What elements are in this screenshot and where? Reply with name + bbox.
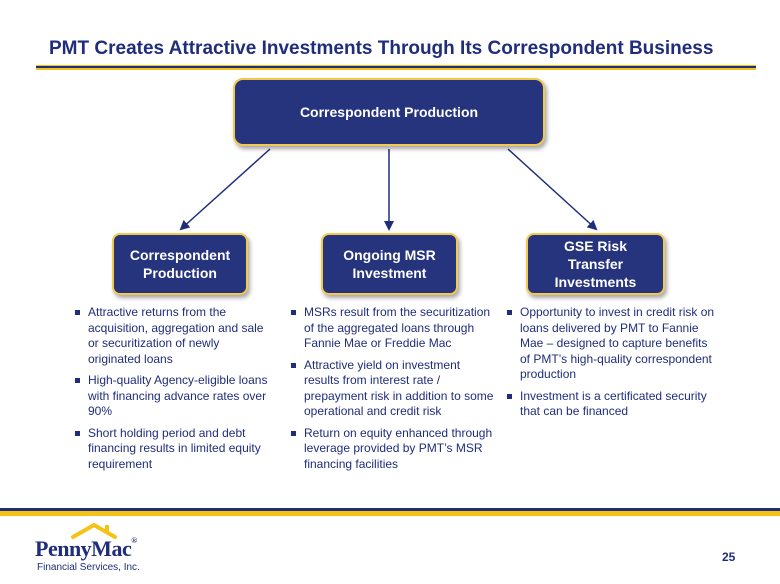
bullet-item: Attractive returns from the acquisition,… bbox=[74, 305, 274, 367]
bullet-item: Investment is a certificated security th… bbox=[506, 389, 716, 420]
bullet-square-icon bbox=[291, 362, 296, 368]
box-heading-line: Investments bbox=[554, 274, 637, 290]
correspondent-production-bullets: Attractive returns from the acquisition,… bbox=[74, 305, 274, 478]
top-box-label: Correspondent Production bbox=[299, 104, 479, 120]
title-underline bbox=[36, 65, 756, 70]
bullet-item: High-quality Agency-eligible loans with … bbox=[74, 373, 274, 420]
box-heading-line: Ongoing MSR bbox=[343, 247, 436, 263]
logo-wordmark: PennyMac® bbox=[35, 536, 137, 561]
page-title: PMT Creates Attractive Investments Throu… bbox=[49, 38, 714, 59]
gse-risk-transfer-bullets: Opportunity to invest in credit risk on … bbox=[506, 305, 716, 426]
gse-risk-transfer-investments-box: GSE Risk Transfer Investments bbox=[526, 233, 665, 295]
bullet-item: Opportunity to invest in credit risk on … bbox=[506, 305, 716, 383]
arrow-right bbox=[507, 148, 598, 231]
page-number: 25 bbox=[722, 550, 736, 564]
bullet-square-icon bbox=[75, 378, 80, 383]
bullet-square-icon bbox=[75, 430, 80, 436]
bullet-item: MSRs result from the securitization of t… bbox=[290, 305, 498, 352]
pennymac-logo: PennyMac® Financial Services, Inc. bbox=[33, 522, 153, 576]
box-heading-line: GSE Risk bbox=[563, 238, 627, 254]
bullet-square-icon bbox=[507, 393, 512, 399]
logo-subtitle: Financial Services, Inc. bbox=[37, 562, 140, 573]
bullet-square-icon bbox=[291, 430, 296, 436]
box-heading-line: Transfer bbox=[567, 256, 624, 272]
bullet-item: Short holding period and debt financing … bbox=[74, 426, 274, 473]
box-heading-line: Investment bbox=[352, 265, 427, 281]
correspondent-production-top-box: Correspondent Production bbox=[233, 78, 545, 146]
ongoing-msr-investment-bullets: MSRs result from the securitization of t… bbox=[290, 305, 498, 478]
bullet-item: Return on equity enhanced through levera… bbox=[290, 426, 498, 473]
bullet-square-icon bbox=[507, 310, 512, 315]
bullet-square-icon bbox=[291, 310, 296, 315]
correspondent-production-box: Correspondent Production bbox=[112, 233, 248, 295]
arrow-left bbox=[179, 148, 271, 231]
bullet-item: Attractive yield on investment results f… bbox=[290, 358, 498, 420]
footer-rule bbox=[0, 508, 780, 516]
box-heading-line: Correspondent bbox=[129, 247, 231, 263]
house-roof-icon bbox=[71, 523, 117, 539]
box-heading-line: Production bbox=[143, 265, 217, 281]
ongoing-msr-investment-box: Ongoing MSR Investment bbox=[321, 233, 458, 295]
bullet-square-icon bbox=[75, 310, 80, 315]
